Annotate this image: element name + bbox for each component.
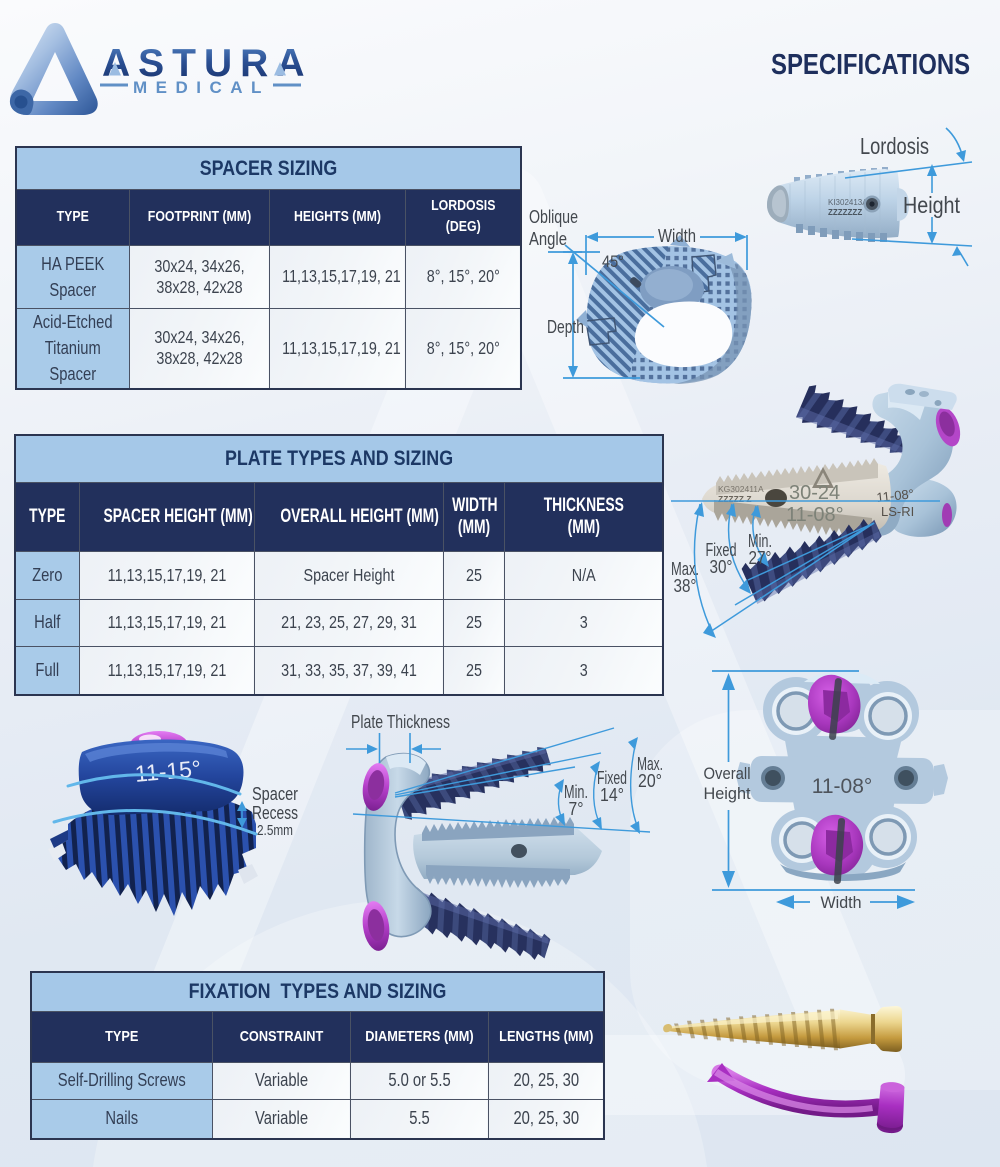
svg-text:11-08°: 11-08° (786, 504, 844, 526)
svg-text:30-24: 30-24 (789, 482, 840, 504)
svg-text:Lordosis: Lordosis (860, 133, 929, 159)
svg-text:Height: Height (704, 784, 751, 803)
svg-text:KG302411A: KG302411A (718, 484, 764, 494)
svg-text:Min.: Min. (748, 531, 772, 551)
svg-text:Depth: Depth (547, 316, 584, 337)
svg-text:Max.: Max. (671, 559, 699, 579)
svg-text:Width: Width (658, 225, 696, 246)
svg-text:45°: 45° (602, 253, 624, 271)
svg-text:30°: 30° (710, 557, 733, 577)
svg-text:LS-RI: LS-RI (881, 504, 914, 519)
svg-text:Width: Width (821, 893, 862, 912)
svg-text:ZZZZZ Z: ZZZZZ Z (718, 494, 752, 504)
svg-text:ZZZZZZZ: ZZZZZZZ (828, 208, 862, 217)
svg-text:Plate Thickness: Plate Thickness (351, 712, 450, 732)
svg-text:20°: 20° (638, 771, 662, 791)
svg-text:MEDICAL: MEDICAL (133, 78, 270, 97)
svg-text:27°: 27° (749, 548, 772, 568)
svg-text:Recess: Recess (252, 803, 298, 823)
svg-text:Height: Height (903, 192, 961, 218)
svg-text:11-15°: 11-15° (134, 755, 202, 787)
svg-text:Oblique: Oblique (529, 206, 578, 227)
svg-text:Spacer: Spacer (252, 784, 298, 804)
svg-text:38°: 38° (674, 576, 697, 596)
svg-text:Overall: Overall (704, 764, 751, 783)
svg-text:Fixed: Fixed (706, 540, 737, 560)
svg-text:Angle: Angle (529, 228, 567, 249)
svg-text:7°: 7° (569, 799, 584, 819)
svg-text:Min.: Min. (564, 782, 588, 802)
svg-text:Fixed: Fixed (597, 768, 627, 788)
svg-text:Max.: Max. (637, 754, 663, 774)
svg-text:14°: 14° (600, 785, 624, 805)
svg-text:ASTURA: ASTURA (102, 42, 313, 85)
svg-text:KI302413A: KI302413A (828, 198, 868, 207)
svg-text:11-08°: 11-08° (812, 775, 873, 798)
svg-text:2.5mm: 2.5mm (257, 823, 293, 839)
